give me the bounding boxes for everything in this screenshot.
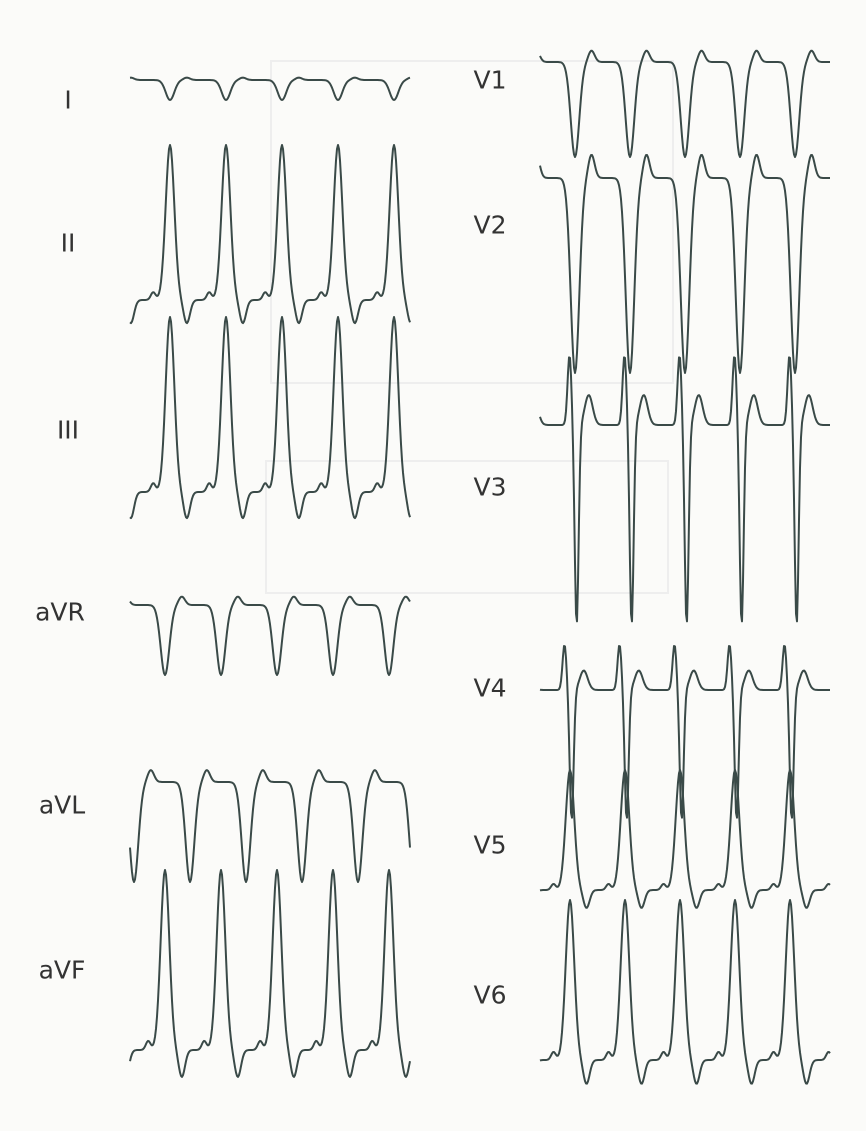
background-show-through	[265, 460, 669, 594]
lead-label-i: I	[64, 85, 72, 115]
lead-label-v1: V1	[473, 65, 507, 95]
lead-label-v4: V4	[473, 673, 507, 703]
lead-label-v3: V3	[473, 472, 507, 502]
trace-avr	[129, 595, 411, 676]
lead-label-iii: III	[56, 415, 80, 445]
lead-label-avf: aVF	[38, 955, 86, 985]
trace-i	[129, 76, 411, 101]
trace-v5	[539, 769, 831, 909]
lead-label-avr: aVR	[35, 597, 85, 627]
trace-v3	[539, 356, 830, 623]
trace-ii	[129, 144, 411, 325]
trace-v6	[539, 899, 831, 1085]
background-show-through	[270, 60, 674, 384]
trace-avl	[129, 769, 411, 883]
lead-label-avl: aVL	[38, 790, 86, 820]
lead-label-v2: V2	[473, 210, 507, 240]
trace-v2	[539, 154, 830, 374]
lead-label-v6: V6	[473, 980, 507, 1010]
trace-avf	[129, 869, 411, 1078]
trace-iii	[129, 316, 411, 520]
trace-v1	[539, 49, 830, 158]
lead-label-ii: II	[60, 228, 76, 258]
trace-v4	[539, 645, 830, 819]
lead-label-v5: V5	[473, 830, 507, 860]
